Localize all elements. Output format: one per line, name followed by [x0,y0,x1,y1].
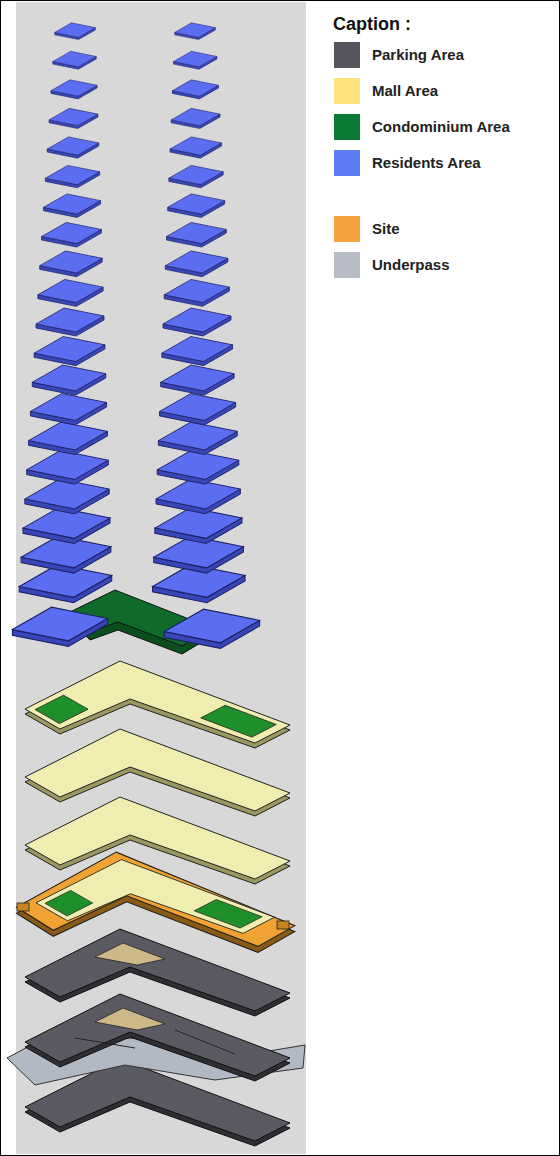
legend-swatch [334,42,360,68]
residents-slab [12,607,107,646]
legend-label: Residents Area [372,150,481,176]
residents-slab [161,365,234,395]
residents-slab [157,451,239,485]
legend-label: Underpass [372,252,450,278]
condo-patch [35,695,88,723]
slab-top [25,661,290,743]
residents-slab [45,165,99,187]
residents-slab [162,337,233,366]
legend-heading: Caption : [333,14,411,35]
legend-label: Mall Area [372,78,438,104]
residents-slab [36,308,104,336]
residents-slab [40,251,103,277]
residents-slab [165,251,228,277]
legend-swatch [334,216,360,242]
legend-swatch [334,114,360,140]
site-box [277,921,289,929]
residents-slab [170,137,222,158]
mall-condo-floor [25,661,290,748]
legend-swatch [334,150,360,176]
residents-slab [34,337,105,366]
residents-slab [23,508,110,544]
residents-tower-right [153,23,245,603]
drawing-panel [16,2,306,1154]
site-box [17,903,29,911]
residents-slab [47,137,99,158]
residents-slab [171,108,220,128]
condo-patch [201,705,277,737]
core-patch [95,1008,165,1030]
condo-patch [194,899,262,928]
residents-slab [43,194,100,218]
condo-patch [45,890,93,916]
residents-slab [173,51,217,69]
residents-slab [156,479,240,514]
residents-slab [32,365,105,395]
residents-slab [29,422,108,454]
residents-slab [42,222,102,247]
residents-slab [38,279,103,306]
legend-swatch [334,78,360,104]
residents-slab [158,422,237,454]
residents-slab [172,80,218,99]
residents-slab [55,23,96,40]
residents-slab [166,222,226,247]
residents-slab [163,308,231,336]
legend-swatch [334,252,360,278]
residents-slab [49,108,98,128]
residents-slab [168,194,225,218]
residents-slab [164,279,229,306]
residents-slab [175,23,216,40]
legend-label: Site [372,216,400,242]
residents-slab [53,51,97,69]
residents-slab [169,165,223,187]
division-line [75,1030,235,1054]
residents-slab [155,508,242,544]
residents-tower-left [19,23,111,603]
legend-label: Parking Area [372,42,464,68]
condo-floor [12,590,259,654]
legend-label: Condominium Area [372,114,510,140]
residents-slab [160,394,236,425]
residents-slab [25,479,109,514]
residents-slab [51,80,97,99]
core-patch [95,943,165,965]
residents-slab [164,609,259,648]
residents-slab [27,451,109,485]
residents-slab [30,394,106,425]
